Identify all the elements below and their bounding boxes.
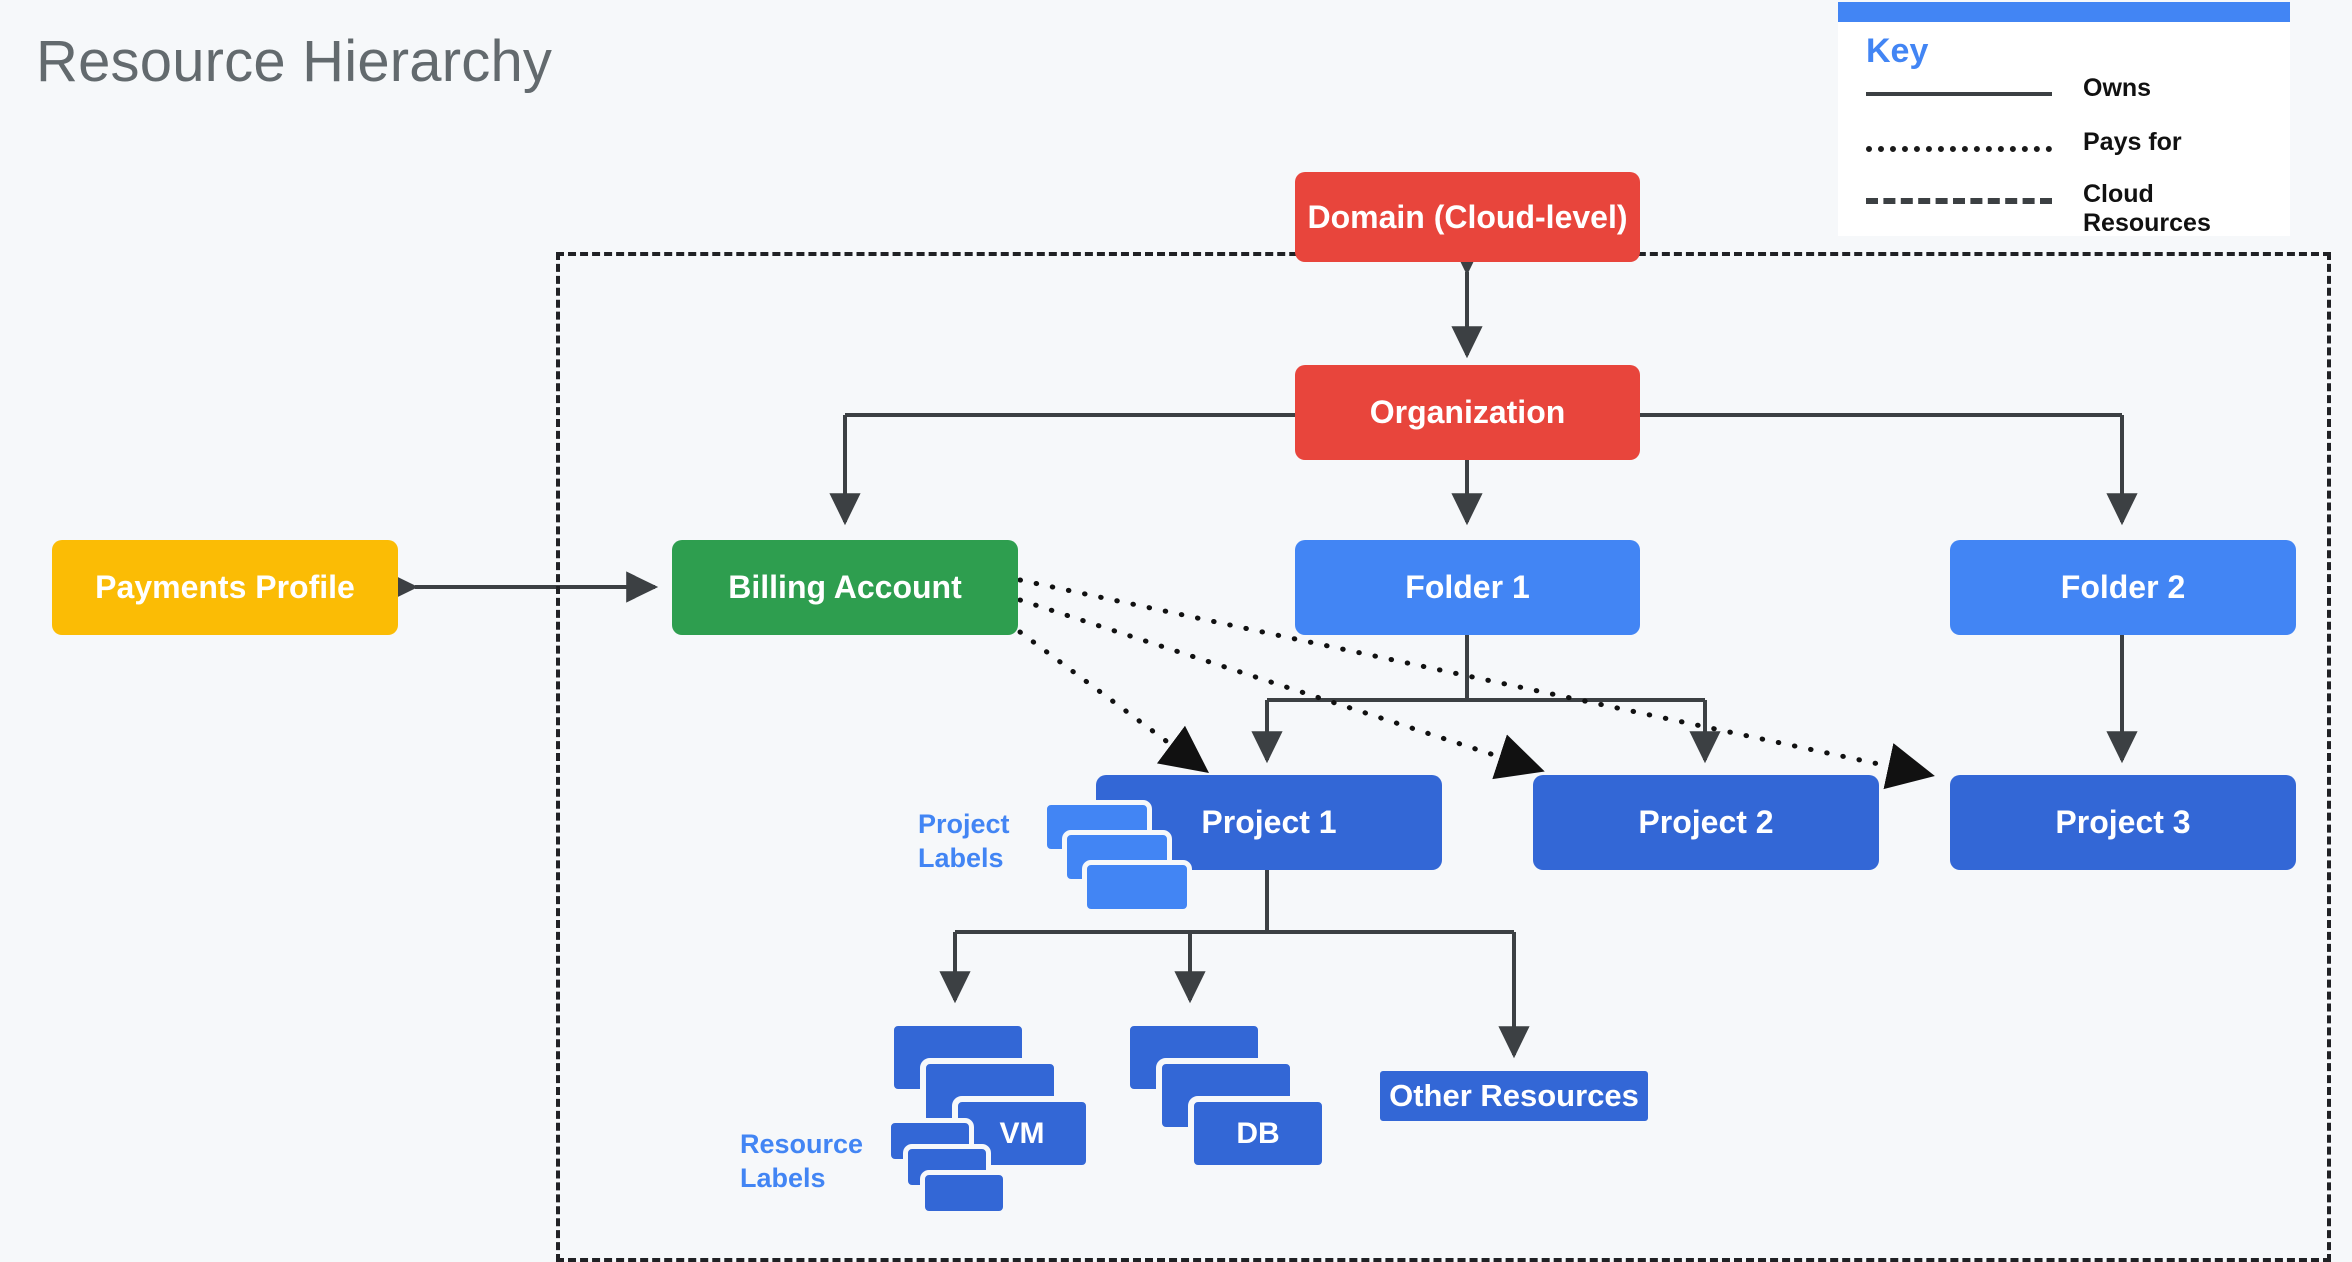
key-label-cloud-resources: Cloud Resources (2083, 180, 2211, 237)
resource-label-chip-3[interactable] (920, 1170, 1008, 1216)
key-label-owns: Owns (2083, 74, 2152, 102)
key-row-pays-for: Pays for (1838, 128, 2290, 168)
node-domain[interactable]: Domain (Cloud-level) (1295, 172, 1640, 262)
resource-labels-annotation: Resource Labels (740, 1128, 920, 1196)
node-folder-1[interactable]: Folder 1 (1295, 540, 1640, 635)
project-labels-line-2: Labels (918, 842, 1004, 873)
node-payments-profile[interactable]: Payments Profile (52, 540, 398, 635)
key-label-pays-for: Pays for (2083, 128, 2182, 156)
project-label-chip-3[interactable] (1082, 860, 1192, 914)
node-project-1[interactable]: Project 1 (1096, 775, 1442, 870)
key-accent-bar (1838, 2, 2290, 22)
node-project-2[interactable]: Project 2 (1533, 775, 1879, 870)
project-labels-line-1: Project (918, 809, 1010, 839)
key-row-cloud-resources: Cloud Resources (1838, 180, 2290, 240)
solid-line-icon (1866, 92, 2052, 96)
node-folder-2[interactable]: Folder 2 (1950, 540, 2296, 635)
node-project-3[interactable]: Project 3 (1950, 775, 2296, 870)
node-billing-account[interactable]: Billing Account (672, 540, 1018, 635)
node-organization[interactable]: Organization (1295, 365, 1640, 460)
page-title: Resource Hierarchy (36, 29, 553, 94)
key-panel: Key Owns Pays for Cloud Resources (1838, 2, 2290, 237)
resource-labels-line-2: Labels (740, 1162, 826, 1193)
node-db[interactable]: DB (1188, 1096, 1328, 1171)
key-heading: Key (1866, 32, 1929, 70)
dotted-line-icon (1866, 146, 2052, 152)
resource-labels-line-1: Resource (740, 1129, 864, 1159)
project-labels-annotation: Project Labels (918, 808, 1068, 876)
key-row-owns: Owns (1838, 74, 2290, 114)
dashed-line-icon (1866, 198, 2052, 204)
diagram-canvas: Resource Hierarchy (36, 2, 2331, 1262)
node-other-resources[interactable]: Other Resources (1374, 1065, 1654, 1127)
